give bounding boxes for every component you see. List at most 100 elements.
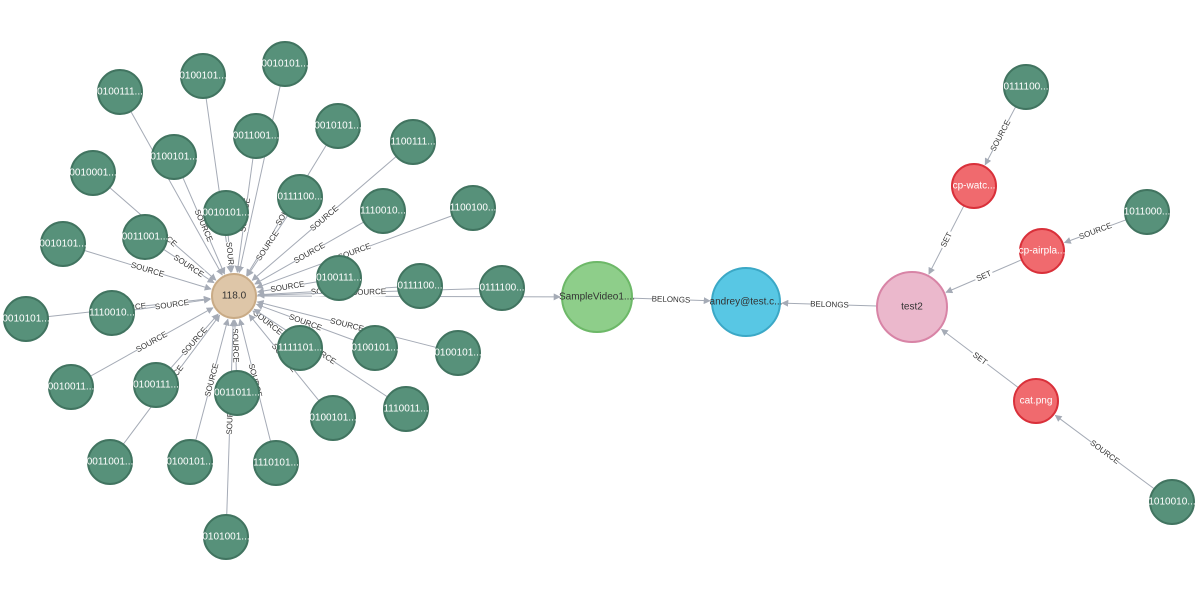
node-label: 1010010... [1148, 497, 1195, 508]
node-source-s11[interactable]: 1110010... [360, 188, 406, 234]
node-source-s12[interactable]: 1100100... [450, 185, 497, 231]
node-label: 0100111... [133, 380, 179, 391]
node-source-s23[interactable]: 0010011... [48, 364, 95, 410]
node-file-f1[interactable]: cp-watc... [951, 163, 997, 209]
edge-label-group: SET [937, 229, 956, 251]
edge-f3-set[interactable]: SET [940, 328, 1019, 389]
node-source-s14[interactable]: 0010101... [39, 221, 87, 267]
node-label: 0010101... [39, 239, 86, 250]
node-source-s27[interactable]: 1110011... [383, 386, 429, 432]
node-circle [253, 440, 299, 486]
node-file-f2[interactable]: cp-airpla... [1019, 228, 1066, 274]
node-hub-hub[interactable]: 118.0 [211, 273, 257, 319]
node-source-s30[interactable]: 1110101... [253, 440, 299, 486]
edge-r2-f2[interactable]: SOURCE [1063, 219, 1127, 244]
node-source-s26[interactable]: 0100101... [309, 395, 357, 441]
node-source-s3[interactable]: 0100111... [97, 69, 143, 115]
edge-label-background [308, 203, 340, 233]
node-source-s13[interactable]: 0011001... [122, 214, 169, 260]
node-source-s28[interactable]: 0011001... [87, 439, 134, 485]
node-label: 1100111... [390, 137, 435, 148]
edge-label-background [352, 286, 386, 298]
edge-video-user[interactable]: BELONGS [631, 293, 711, 306]
edge-set-user[interactable]: BELONGS [781, 298, 878, 311]
node-source-s8[interactable]: 0010001... [69, 150, 117, 196]
edge-label-background [130, 260, 165, 280]
edge-f1-set[interactable]: SET [928, 205, 965, 275]
edge-s10-hub[interactable]: SOUR [223, 234, 236, 273]
edge-label-group: SOURCE [1088, 438, 1121, 466]
node-circle [1124, 189, 1170, 235]
edge-label-background [251, 308, 284, 337]
edge-s17-hub[interactable]: SOURCE [257, 286, 481, 299]
node-source-s15[interactable]: 0100111... [316, 255, 362, 301]
node-label: 1011000... [1124, 207, 1171, 218]
node-source-s1[interactable]: 0010101... [261, 41, 309, 87]
edge-label-background [202, 362, 221, 398]
node-label: 0100101... [351, 343, 398, 354]
edge-label-background [155, 297, 189, 312]
node-set-set[interactable]: test2 [876, 271, 948, 343]
node-circle [315, 103, 361, 149]
node-source-s2[interactable]: 0100101... [179, 53, 227, 99]
node-circle [3, 296, 49, 342]
node-source-s19[interactable]: 1110010... [89, 290, 135, 336]
edge-s1-hub[interactable] [237, 85, 281, 274]
edge-label-group: SET [969, 348, 991, 369]
node-circle [316, 255, 362, 301]
node-circle [1149, 479, 1195, 525]
edge-label-background [810, 298, 849, 311]
edge-label: SOURCE [352, 287, 386, 297]
node-source-s10[interactable]: 0010101... [202, 190, 250, 236]
edge-label-background [988, 118, 1013, 153]
edge-s19-hub[interactable]: SOURCE [133, 296, 211, 312]
node-source-s6[interactable]: 0100101... [150, 134, 198, 180]
edge-label-group: BELONGS [810, 298, 849, 311]
node-circle [151, 134, 197, 180]
edge-label-group: BELONGS [652, 293, 690, 306]
node-label: andrey@test.c... [710, 297, 783, 308]
node-file-f3[interactable]: cat.png [1013, 378, 1059, 424]
node-circle [122, 214, 168, 260]
node-source-s25[interactable]: 0011011... [214, 370, 260, 416]
edge-label-group: SOURCE [254, 229, 281, 262]
edge-label-background [134, 329, 169, 355]
node-circle [352, 325, 398, 371]
edge-s3-hub[interactable] [130, 110, 223, 276]
node-source-s5[interactable]: 0011001... [233, 113, 280, 159]
edge-s13-hub[interactable]: SOURCE [163, 248, 215, 284]
edge-line [237, 85, 281, 274]
edge-label: SOURCE [130, 260, 165, 279]
node-source-s17[interactable]: 0111100... [479, 265, 525, 311]
edge-f2-set[interactable]: SET [945, 259, 1022, 294]
node-source-s24[interactable]: 0100111... [133, 362, 179, 408]
edge-label: SOURCE [292, 241, 326, 266]
node-label: 0111100... [479, 283, 524, 294]
node-source-r3[interactable]: 1010010... [1148, 479, 1196, 525]
node-source-s22[interactable]: 0100101... [434, 330, 482, 376]
edge-r3-f3[interactable]: SOURCE [1054, 414, 1155, 490]
node-source-s18[interactable]: 0010101... [2, 296, 50, 342]
edge-label-group: SOURCE [1078, 220, 1113, 242]
node-source-s20[interactable]: 1111101... [277, 325, 323, 371]
edge-s24-hub[interactable]: SOURCE [170, 313, 219, 369]
node-label: 0011001... [122, 232, 169, 243]
node-circle [435, 330, 481, 376]
node-source-s16[interactable]: 0111100... [397, 263, 443, 309]
node-user-user[interactable]: andrey@test.c... [710, 267, 783, 337]
node-source-s31[interactable]: 0101001... [202, 514, 250, 560]
node-source-s29[interactable]: 0100101... [166, 439, 214, 485]
edge-r1-f1[interactable]: SOURCE [984, 106, 1017, 166]
node-source-s9[interactable]: 0111100... [277, 174, 323, 220]
edge-label-group: SOURCE [130, 260, 165, 280]
node-source-r2[interactable]: 1011000... [1124, 189, 1171, 235]
node-source-s7[interactable]: 1100111... [390, 119, 436, 165]
node-source-r1[interactable]: 0111100... [1003, 64, 1049, 110]
node-label: 1110010... [360, 206, 406, 217]
edge-label-background [937, 229, 956, 251]
edge-label-background [1088, 438, 1121, 466]
node-video-video[interactable]: SampleVideo1.... [559, 261, 635, 333]
node-source-s4[interactable]: 0010101... [314, 103, 362, 149]
node-source-s21[interactable]: 0100101... [351, 325, 399, 371]
